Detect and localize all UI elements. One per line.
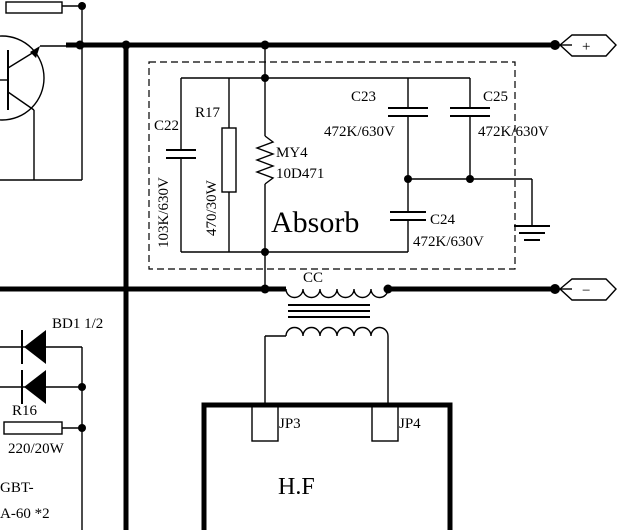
igbt-label-1: GBT- bbox=[0, 480, 34, 496]
hf-block: JP3 JP4 H.F bbox=[201, 336, 453, 530]
c25-value: 472K/630V bbox=[478, 124, 549, 140]
hf-title: H.F bbox=[278, 474, 315, 500]
ground-symbol bbox=[514, 179, 550, 241]
c24-value: 472K/630V bbox=[413, 234, 484, 250]
c23-value: 472K/630V bbox=[324, 124, 395, 140]
c22-value: 103K/630V bbox=[156, 177, 172, 248]
transistor-symbol bbox=[0, 35, 83, 181]
top-resistor bbox=[5, 1, 86, 46]
r16-label: R16 bbox=[12, 403, 38, 419]
my4-value: 10D471 bbox=[276, 166, 324, 182]
jp4-label: JP4 bbox=[399, 416, 421, 432]
igbt-label-2: A-60 *2 bbox=[0, 506, 50, 522]
capacitor-c22: C22 103K/630V bbox=[154, 78, 196, 252]
inductor-cc: CC bbox=[265, 270, 389, 337]
capacitor-c23: C23 472K/630V bbox=[324, 78, 428, 212]
varistor-my4: MY4 10D471 bbox=[255, 78, 324, 252]
r16-value: 220/20W bbox=[8, 441, 65, 457]
cc-label: CC bbox=[303, 270, 323, 286]
my4-label: MY4 bbox=[276, 145, 308, 161]
bd1-label: BD1 1/2 bbox=[52, 316, 103, 332]
negative-rail bbox=[0, 284, 572, 294]
positive-terminal-label: + bbox=[582, 39, 590, 55]
negative-terminal: − bbox=[558, 278, 617, 301]
jp3-label: JP3 bbox=[279, 416, 301, 432]
c23-label: C23 bbox=[351, 89, 376, 105]
rectifier-section: BD1 1/2 R16 220/20W GBT- A-60 *2 bbox=[0, 316, 103, 530]
r17-label: R17 bbox=[195, 105, 221, 121]
c25-label: C25 bbox=[483, 89, 508, 105]
resistor-r17: R17 470/30W bbox=[195, 78, 237, 252]
absorb-title: Absorb bbox=[271, 206, 359, 239]
positive-rail bbox=[66, 40, 572, 50]
c24-label: C24 bbox=[430, 212, 456, 228]
capacitor-c24: C24 472K/630V bbox=[390, 175, 532, 252]
capacitor-c25: C25 472K/630V bbox=[450, 78, 549, 179]
absorb-box bbox=[148, 61, 516, 270]
c22-label: C22 bbox=[154, 118, 179, 134]
absorb-wiring bbox=[181, 45, 470, 289]
negative-terminal-label: − bbox=[582, 283, 590, 299]
r17-value: 470/30W bbox=[204, 179, 220, 236]
positive-terminal: + bbox=[558, 34, 617, 57]
